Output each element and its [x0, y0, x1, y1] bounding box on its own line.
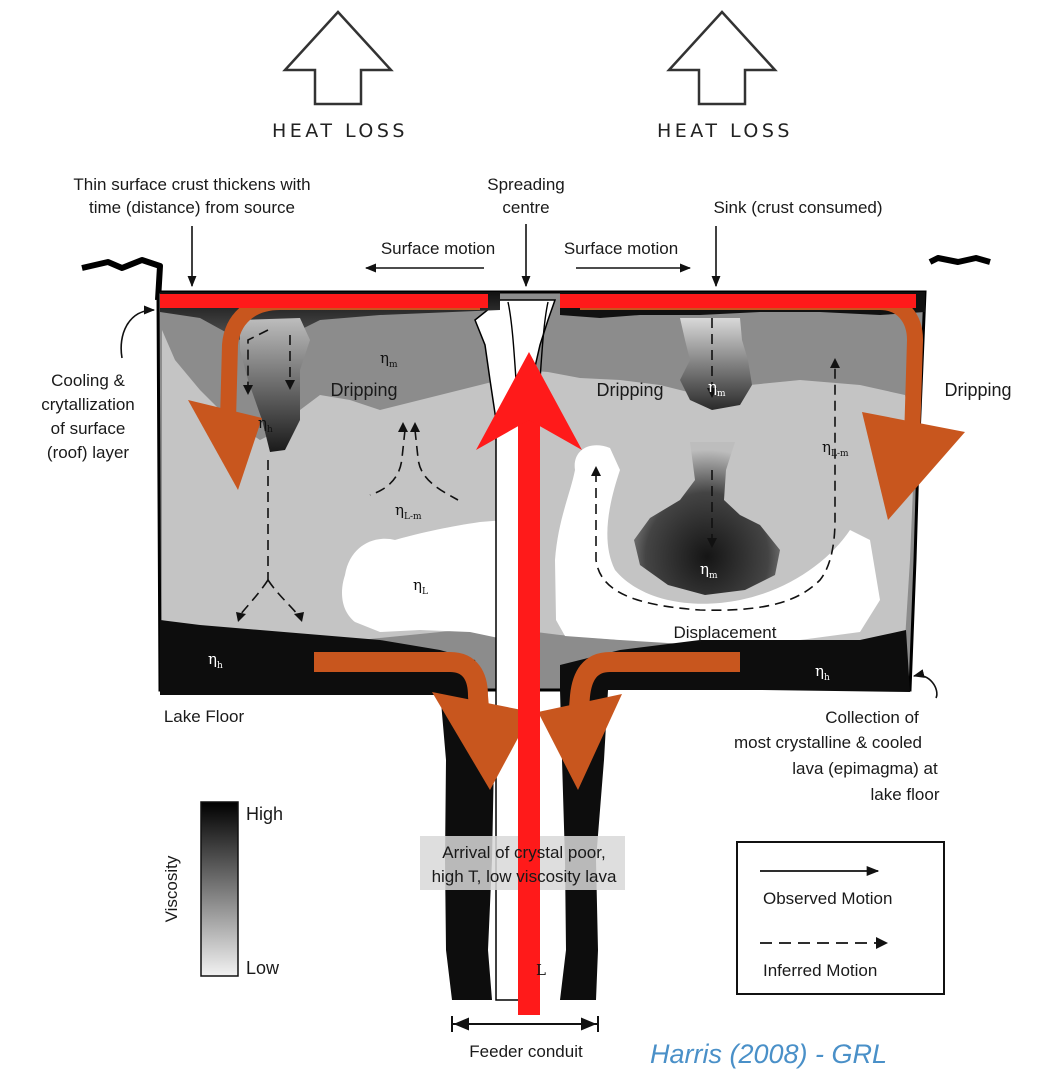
cooling-label-line4: (roof) layer — [47, 443, 130, 462]
surface-motion-bar-left — [160, 294, 488, 308]
displacement-label: Displacement — [674, 623, 777, 642]
viscosity-scale: High Low Viscosity — [162, 802, 283, 978]
thin-crust-label-line2: time (distance) from source — [89, 198, 295, 217]
thin-crust-label-line1: Thin surface crust thickens with — [73, 175, 310, 194]
viscosity-high-label: High — [246, 804, 283, 824]
spreading-centre-label-line2: centre — [502, 198, 549, 217]
dripping-label-right: Dripping — [944, 380, 1011, 400]
collection-label-line2: most crystalline & cooled — [734, 733, 922, 752]
cooling-label-line3: of surface — [51, 419, 126, 438]
inferred-motion-label: Inferred Motion — [763, 961, 877, 980]
cooling-label-line2: crytallization — [41, 395, 135, 414]
feeder-conduit-label: Feeder conduit — [469, 1042, 583, 1061]
heat-loss-label-right: HEAT LOSS — [657, 120, 793, 142]
eta-l-conduit: L — [536, 961, 546, 979]
observed-motion-label: Observed Motion — [763, 889, 892, 908]
lake-floor-label: Lake Floor — [164, 707, 245, 726]
heat-loss-arrow-left — [285, 12, 391, 104]
collection-label-line3: lava (epimagma) at — [792, 759, 938, 778]
spreading-centre-label-line1: Spreading — [487, 175, 565, 194]
sink-label: Sink (crust consumed) — [713, 198, 882, 217]
viscosity-low-label: Low — [246, 958, 280, 978]
motion-legend: Observed Motion Inferred Motion — [737, 842, 944, 994]
dripping-label-left: Dripping — [330, 380, 397, 400]
surface-motion-label-right: Surface motion — [564, 239, 678, 258]
drip-right — [680, 318, 752, 410]
viscosity-axis-label: Viscosity — [162, 855, 181, 922]
collection-label-line4: lake floor — [871, 785, 940, 804]
cooling-label-line1: Cooling & — [51, 371, 125, 390]
citation: Harris (2008) - GRL — [650, 1039, 887, 1069]
surface-motion-bar-right — [560, 294, 916, 308]
arrival-label-line1: Arrival of crystal poor, — [442, 843, 605, 862]
viscosity-gradient-bar — [201, 802, 238, 976]
collection-label-line1: Collection of — [825, 708, 919, 727]
surface-motion-label-left: Surface motion — [381, 239, 495, 258]
feeder-conduit-dimension — [452, 1016, 598, 1032]
dripping-label-center: Dripping — [596, 380, 663, 400]
arrival-label-line2: high T, low viscosity lava — [432, 867, 617, 886]
heat-loss-arrow-right — [669, 12, 775, 104]
heat-loss-label-left: HEAT LOSS — [272, 120, 408, 142]
